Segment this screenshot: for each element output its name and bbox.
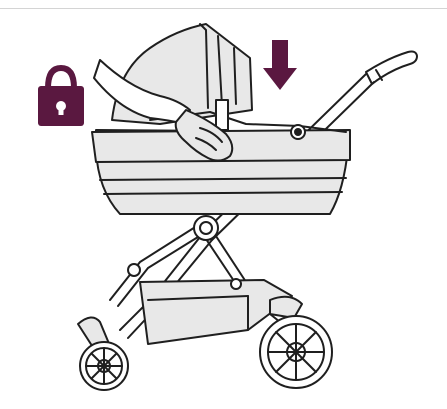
- carrycot: [92, 24, 350, 214]
- lock-icon: [38, 68, 84, 126]
- arrow-down-icon: [263, 40, 297, 90]
- rear-wheel: [260, 297, 332, 388]
